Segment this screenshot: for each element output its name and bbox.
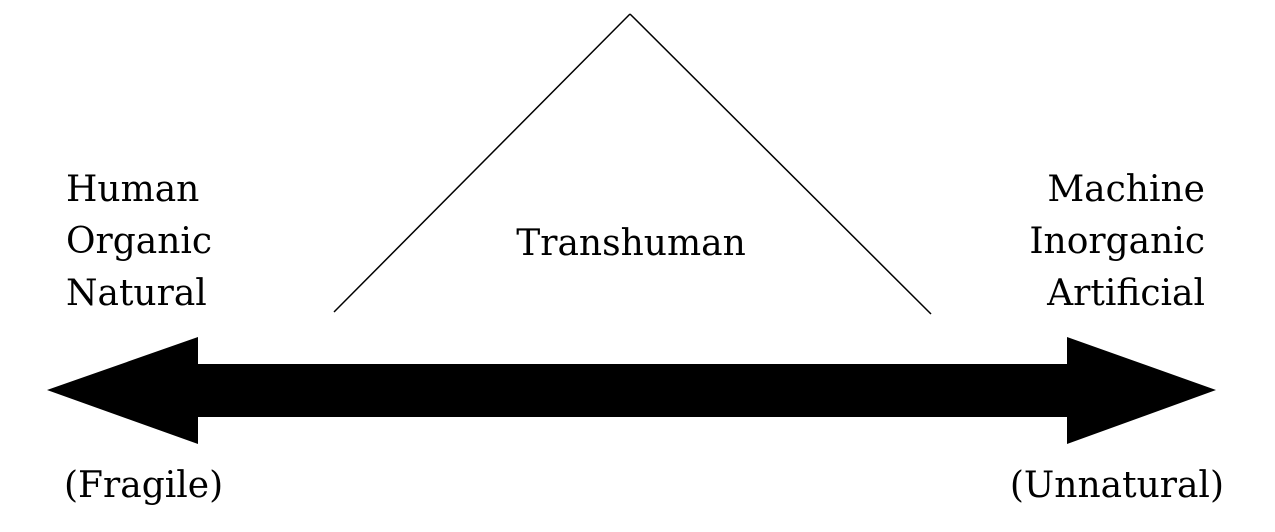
right-concept-artificial: Artificial: [1047, 273, 1205, 314]
left-note-fragile: (Fragile): [64, 465, 224, 506]
left-concept-human: Human: [66, 169, 200, 210]
right-concept-inorganic: Inorganic: [1029, 221, 1205, 262]
left-concepts: Human Organic Natural: [66, 164, 212, 320]
triangle-peak-icon: [333, 13, 932, 315]
left-concept-organic: Organic: [66, 221, 213, 262]
right-note-unnatural: (Unnatural): [1009, 465, 1224, 506]
double-headed-arrow-icon: [47, 337, 1216, 444]
right-concept-machine: Machine: [1047, 169, 1205, 210]
center-label-transhuman: Transhuman: [516, 223, 746, 264]
left-concept-natural: Natural: [66, 273, 207, 314]
peak-right-line: [629, 13, 932, 315]
peak-left-line: [333, 13, 631, 313]
right-concepts: Machine Inorganic Artificial: [1029, 164, 1205, 320]
